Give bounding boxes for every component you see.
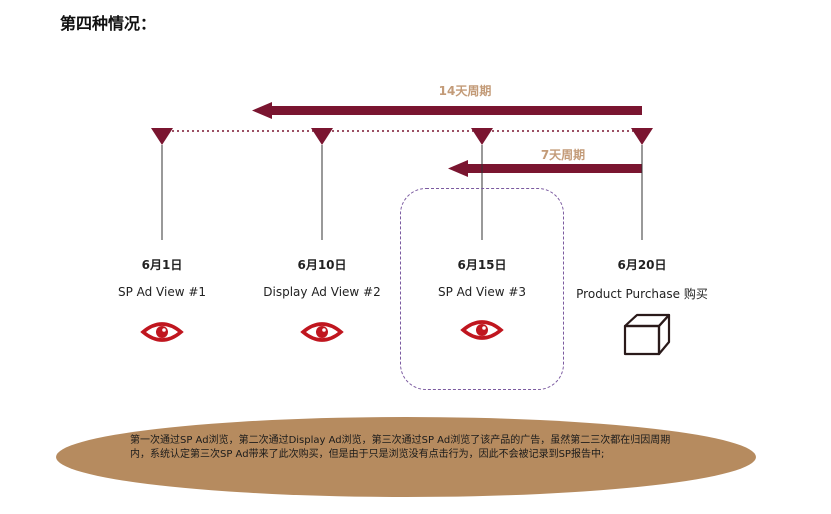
eye-icon [140, 322, 184, 342]
touchpoint-date: 6月15日 [457, 258, 507, 272]
summary-ellipse [56, 417, 756, 497]
period-label-7-day: 7天周期 [540, 148, 586, 162]
touchpoint-event: SP Ad View #1 [117, 285, 207, 299]
timeline-marker-2 [311, 128, 333, 240]
period-label-14-day: 14天周期 [438, 84, 492, 98]
touchpoint-date: 6月20日 [617, 258, 667, 272]
touchpoint-date: 6月1日 [141, 258, 183, 272]
summary-text: 第一次通过SP Ad浏览，第二次通过Display Ad浏览，第三次通过SP A… [130, 435, 671, 460]
period-arrow-7-day [448, 160, 642, 177]
timeline-marker-4 [631, 128, 653, 240]
touchpoint-event: Product Purchase 购买 [576, 287, 708, 301]
eye-icon [460, 320, 504, 340]
touchpoint-event: SP Ad View #3 [437, 285, 527, 299]
touchpoint-event: Display Ad View #2 [263, 285, 381, 299]
touchpoint-date: 6月10日 [297, 258, 347, 272]
timeline-marker-1 [151, 128, 173, 240]
eye-icon [300, 322, 344, 342]
timeline-marker-3 [471, 128, 493, 240]
period-arrow-14-day [252, 102, 642, 119]
box-icon [623, 313, 671, 356]
page-title: 第四种情况： [60, 14, 157, 33]
attributed-view-highlight [400, 188, 564, 390]
